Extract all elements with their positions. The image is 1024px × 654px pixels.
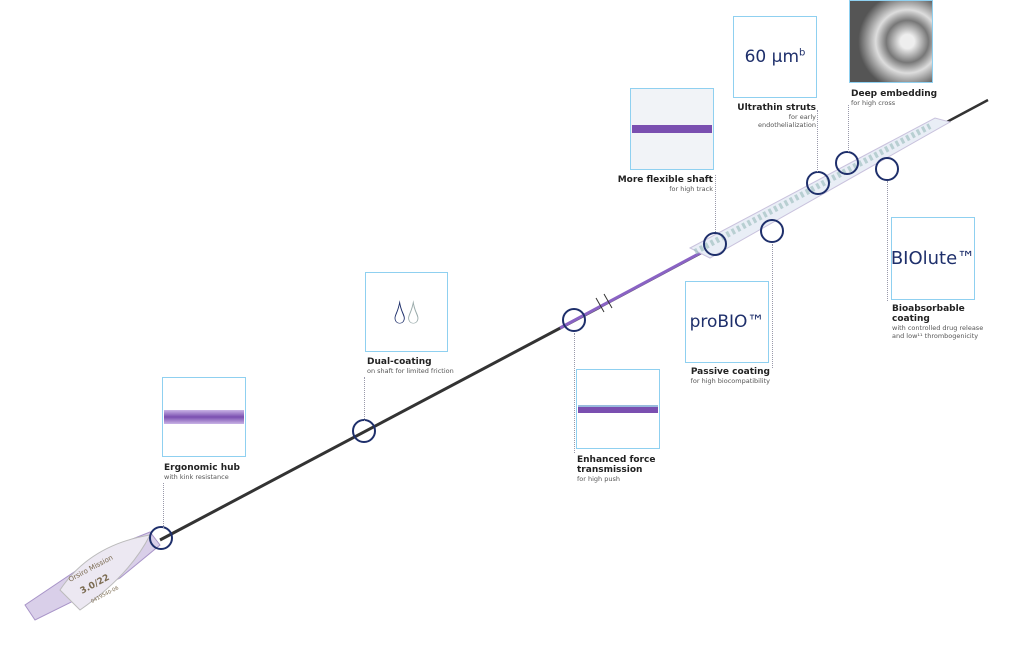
hub-image-box <box>162 377 246 457</box>
probio-logo: proBIO™ <box>689 312 765 332</box>
shaft-thumbnail <box>578 405 658 413</box>
strut-thickness-box: 60 µmb <box>733 16 817 98</box>
probio-logo-box: proBIO™ <box>685 281 769 363</box>
highlight-circles <box>149 151 899 550</box>
strut-thickness-value: 60 µmb <box>744 47 806 67</box>
stent-thumbnail <box>632 125 712 133</box>
dual-coating-box: 💧︎💧︎ <box>365 272 448 352</box>
biolute-logo: BIOlute™ <box>891 248 975 269</box>
droplet-icon: 💧︎ <box>392 292 407 332</box>
droplet-icon: 💧︎ <box>406 292 421 332</box>
deep-embedding-image <box>849 0 933 83</box>
biolute-logo-box: BIOlute™ <box>891 217 975 300</box>
break-mark <box>595 297 605 313</box>
flexible-shaft-image-box <box>630 88 714 170</box>
shaft-proximal <box>159 305 601 542</box>
force-image-box <box>576 369 660 449</box>
hub-thumbnail <box>164 410 244 424</box>
